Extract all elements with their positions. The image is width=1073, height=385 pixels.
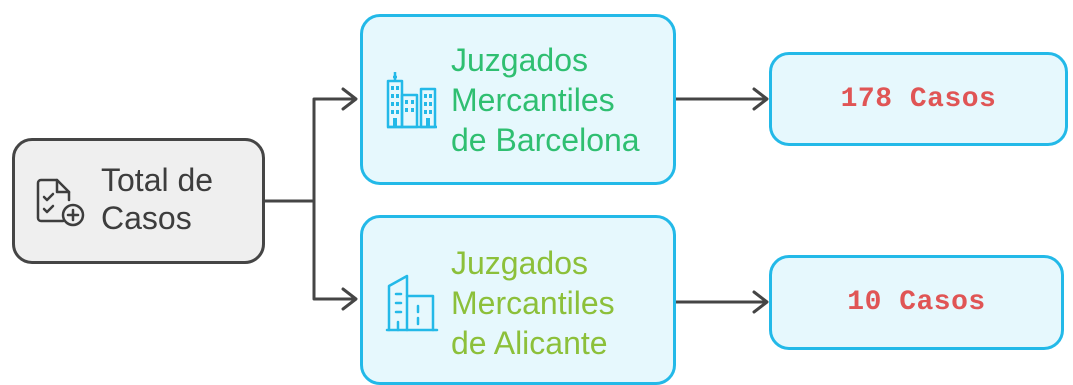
- label-line-location: de Alicante: [451, 325, 608, 361]
- label-line-juzgados: Juzgados: [451, 245, 588, 281]
- label-line-mercantiles: Mercantiles: [451, 285, 615, 321]
- arrowhead-alicante-count: [752, 290, 769, 314]
- label-line-mercantiles: Mercantiles: [451, 82, 615, 118]
- node-label-barcelona: Juzgados Mercantiles de Barcelona: [451, 40, 640, 160]
- building-icon: [385, 274, 439, 332]
- arrowhead-alicante: [341, 287, 358, 311]
- root-label-line-1: Total de: [101, 162, 214, 198]
- arrowhead-barcelona: [341, 87, 358, 111]
- node-count-alicante: 10 Casos: [769, 255, 1064, 350]
- node-juzgados-barcelona: Juzgados Mercantiles de Barcelona: [360, 14, 676, 185]
- count-label-alicante: 10 Casos: [847, 287, 986, 318]
- arrowhead-barcelona-count: [752, 87, 769, 111]
- node-count-barcelona: 178 Casos: [769, 52, 1068, 146]
- office-buildings-icon: [386, 72, 437, 129]
- clipboard-check-add-icon: [36, 178, 85, 227]
- node-juzgados-alicante: Juzgados Mercantiles de Alicante: [360, 215, 676, 385]
- node-label-alicante: Juzgados Mercantiles de Alicante: [451, 243, 615, 363]
- root-to-branches-connector: [263, 97, 355, 301]
- root-node-label: Total de Casos: [101, 161, 213, 237]
- count-label-barcelona: 178 Casos: [840, 83, 997, 115]
- label-line-location: de Barcelona: [451, 122, 640, 158]
- label-line-juzgados: Juzgados: [451, 42, 588, 78]
- root-label-line-2: Casos: [101, 200, 192, 236]
- root-node-total-casos: Total de Casos: [12, 138, 265, 264]
